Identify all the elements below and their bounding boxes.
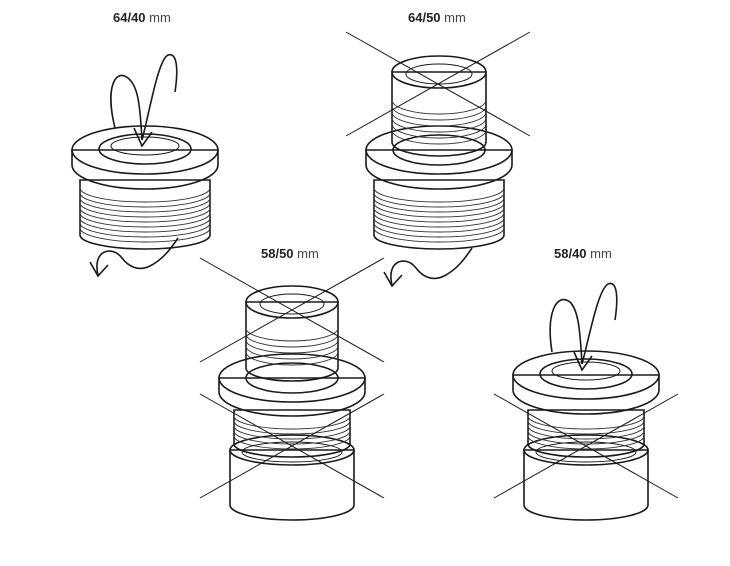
size-value: 64/50 bbox=[408, 10, 441, 25]
label-58-40: 58/40 mm bbox=[554, 246, 612, 261]
size-unit: mm bbox=[444, 10, 466, 25]
fitting-58-40 bbox=[493, 282, 679, 521]
thread-lines bbox=[79, 187, 211, 243]
label-64-40: 64/40 mm bbox=[113, 10, 171, 25]
cross-out-icon bbox=[493, 393, 679, 499]
label-64-50: 64/50 mm bbox=[408, 10, 466, 25]
thread-lines bbox=[245, 327, 339, 366]
fitting-64-40 bbox=[71, 54, 219, 278]
thread-lines bbox=[233, 415, 351, 450]
rotate-arrow-icon bbox=[390, 247, 473, 286]
size-value: 58/40 bbox=[554, 246, 587, 261]
size-unit: mm bbox=[149, 10, 171, 25]
cross-out-icon bbox=[345, 31, 531, 137]
thread-lines bbox=[391, 99, 487, 145]
rotate-arrow-icon bbox=[96, 237, 179, 276]
label-58-50: 58/50 mm bbox=[261, 246, 319, 261]
size-unit: mm bbox=[297, 246, 319, 261]
thread-lines bbox=[373, 187, 505, 243]
hook-arrow-icon bbox=[549, 299, 583, 365]
size-value: 58/50 bbox=[261, 246, 294, 261]
hook-arrow-icon bbox=[110, 74, 143, 141]
thread-lines bbox=[527, 415, 645, 450]
fitting-58-50 bbox=[199, 257, 385, 521]
fitting-64-50 bbox=[345, 31, 531, 288]
size-value: 64/40 bbox=[113, 10, 146, 25]
cross-out-icon bbox=[199, 257, 385, 499]
size-unit: mm bbox=[590, 246, 612, 261]
